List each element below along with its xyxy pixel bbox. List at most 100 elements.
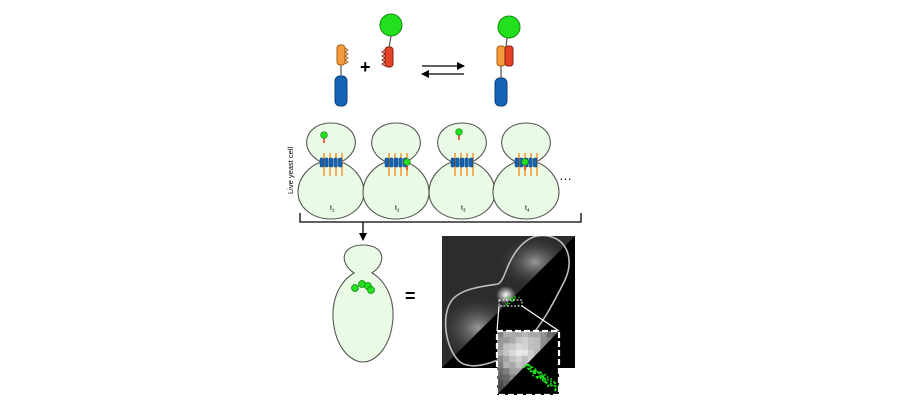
- zoom-localization-point: [546, 376, 549, 379]
- zoom-localization-point: [557, 384, 559, 387]
- zoom-pixel: [515, 355, 523, 363]
- zoom-pixel: [497, 362, 504, 369]
- zoom-pixel: [509, 362, 516, 369]
- zoom-localization-point: [542, 375, 545, 378]
- zoom-pixel: [497, 331, 504, 338]
- zoom-localization-point: [532, 374, 534, 377]
- zoom-localization-point: [555, 388, 557, 390]
- receptor-unit: [469, 157, 474, 168]
- zoom-localization-point: [547, 385, 549, 388]
- fluorescent-spot: [403, 158, 411, 166]
- localization-point: [514, 295, 516, 297]
- zoom-localization-point: [553, 384, 556, 387]
- zoom-localization-point: [545, 381, 547, 384]
- receptor-unit: [328, 157, 334, 168]
- zoom-pixel: [503, 349, 510, 357]
- zoom-pixel: [528, 355, 535, 363]
- zoom-localization-point: [534, 368, 537, 370]
- yeast-cell-body: [492, 122, 560, 220]
- zoom-pixel: [521, 362, 529, 369]
- zoom-localization-point: [550, 378, 553, 380]
- zoom-pixel: [509, 343, 516, 350]
- zoom-pixel: [540, 331, 547, 338]
- zoom-pixel: [528, 343, 535, 350]
- receptor-unit: [324, 157, 329, 168]
- receptor-unit: [384, 157, 389, 168]
- zoom-pixel: [503, 368, 510, 375]
- zoom-localization-point: [541, 374, 544, 376]
- free-receptor: [334, 44, 349, 107]
- zoom-localization-point: [528, 364, 531, 367]
- zoom-localization-point: [541, 379, 544, 382]
- fluorescent-spot: [521, 158, 529, 166]
- receptor-unit: [533, 157, 538, 168]
- zoom-localization-point: [550, 380, 552, 382]
- receptor-unit: [455, 157, 460, 168]
- zoom-localization-point: [529, 366, 532, 369]
- zoom-localization-point: [542, 377, 544, 380]
- zoom-localization-point: [544, 378, 546, 381]
- zoom-localization-point: [549, 384, 552, 386]
- localization-point: [508, 302, 511, 305]
- receptor-unit: [389, 157, 394, 168]
- complex-receptor-body: [494, 77, 508, 107]
- summed-spot: [351, 284, 359, 292]
- zoom-localization-point: [535, 376, 538, 378]
- receptor-unit: [398, 157, 403, 168]
- partner-linker: [388, 35, 392, 49]
- zoom-pixel: [509, 368, 516, 375]
- complex-red-partner: [504, 45, 514, 67]
- zoom-localization-point: [550, 382, 552, 384]
- zoom-guide: [521, 305, 560, 332]
- receptor-unit: [464, 157, 469, 168]
- zoom-pixel: [503, 362, 510, 369]
- zoom-guide: [496, 305, 500, 332]
- localization-point: [506, 297, 508, 299]
- zoom-pixel: [503, 343, 510, 350]
- zoom-localization-point: [536, 376, 539, 378]
- localization-point: [518, 296, 520, 299]
- summed-cell-body: [332, 244, 394, 363]
- complex-top-linker: [505, 37, 508, 48]
- zoom-pixel: [515, 331, 523, 338]
- cell-outline: [444, 236, 570, 367]
- zoom-pixel: [503, 331, 510, 338]
- zoom-pixel: [497, 349, 504, 357]
- localization-point: [511, 300, 514, 302]
- zoom-localization-point: [526, 364, 529, 366]
- zoom-localization-point: [536, 371, 539, 373]
- equilibrium-arrows: [421, 62, 465, 78]
- zoom-pixel: [521, 343, 529, 350]
- cell-t4: t4: [492, 122, 560, 220]
- zoom-localization-point: [532, 371, 535, 374]
- zoom-pixel: [503, 374, 510, 381]
- zoom-pixel: [497, 380, 504, 388]
- zoom-localization-point: [540, 372, 542, 374]
- zoom-pixel: [515, 368, 523, 375]
- zoom-localization-point: [527, 367, 529, 370]
- receptor-cluster: [450, 153, 474, 176]
- zoom-pixel: [509, 337, 516, 344]
- zoom-localization-point: [539, 377, 542, 380]
- zoom-localization-point: [546, 381, 548, 384]
- zoom-localization-point: [529, 367, 532, 370]
- zoom-localization-point: [537, 372, 540, 374]
- receptor-unit: [459, 157, 465, 168]
- receptor-unit: [338, 157, 343, 168]
- zoom-localization-point: [544, 373, 547, 376]
- zoom-localization-point: [539, 376, 542, 379]
- labeled-partner: [379, 13, 403, 68]
- cell-t1: t1: [297, 122, 365, 220]
- summed-spot: [367, 286, 375, 294]
- timepoint-label: t1: [330, 205, 335, 213]
- zoom-pixel: [497, 337, 504, 344]
- receptor-unit: [319, 157, 324, 168]
- zoom-pixel: [497, 343, 504, 350]
- zoom-pixel: [534, 331, 541, 338]
- zoom-localization-point: [545, 382, 547, 384]
- localization-point: [507, 304, 509, 307]
- zoom-pixel: [497, 355, 504, 363]
- receptor-unit: [514, 157, 519, 168]
